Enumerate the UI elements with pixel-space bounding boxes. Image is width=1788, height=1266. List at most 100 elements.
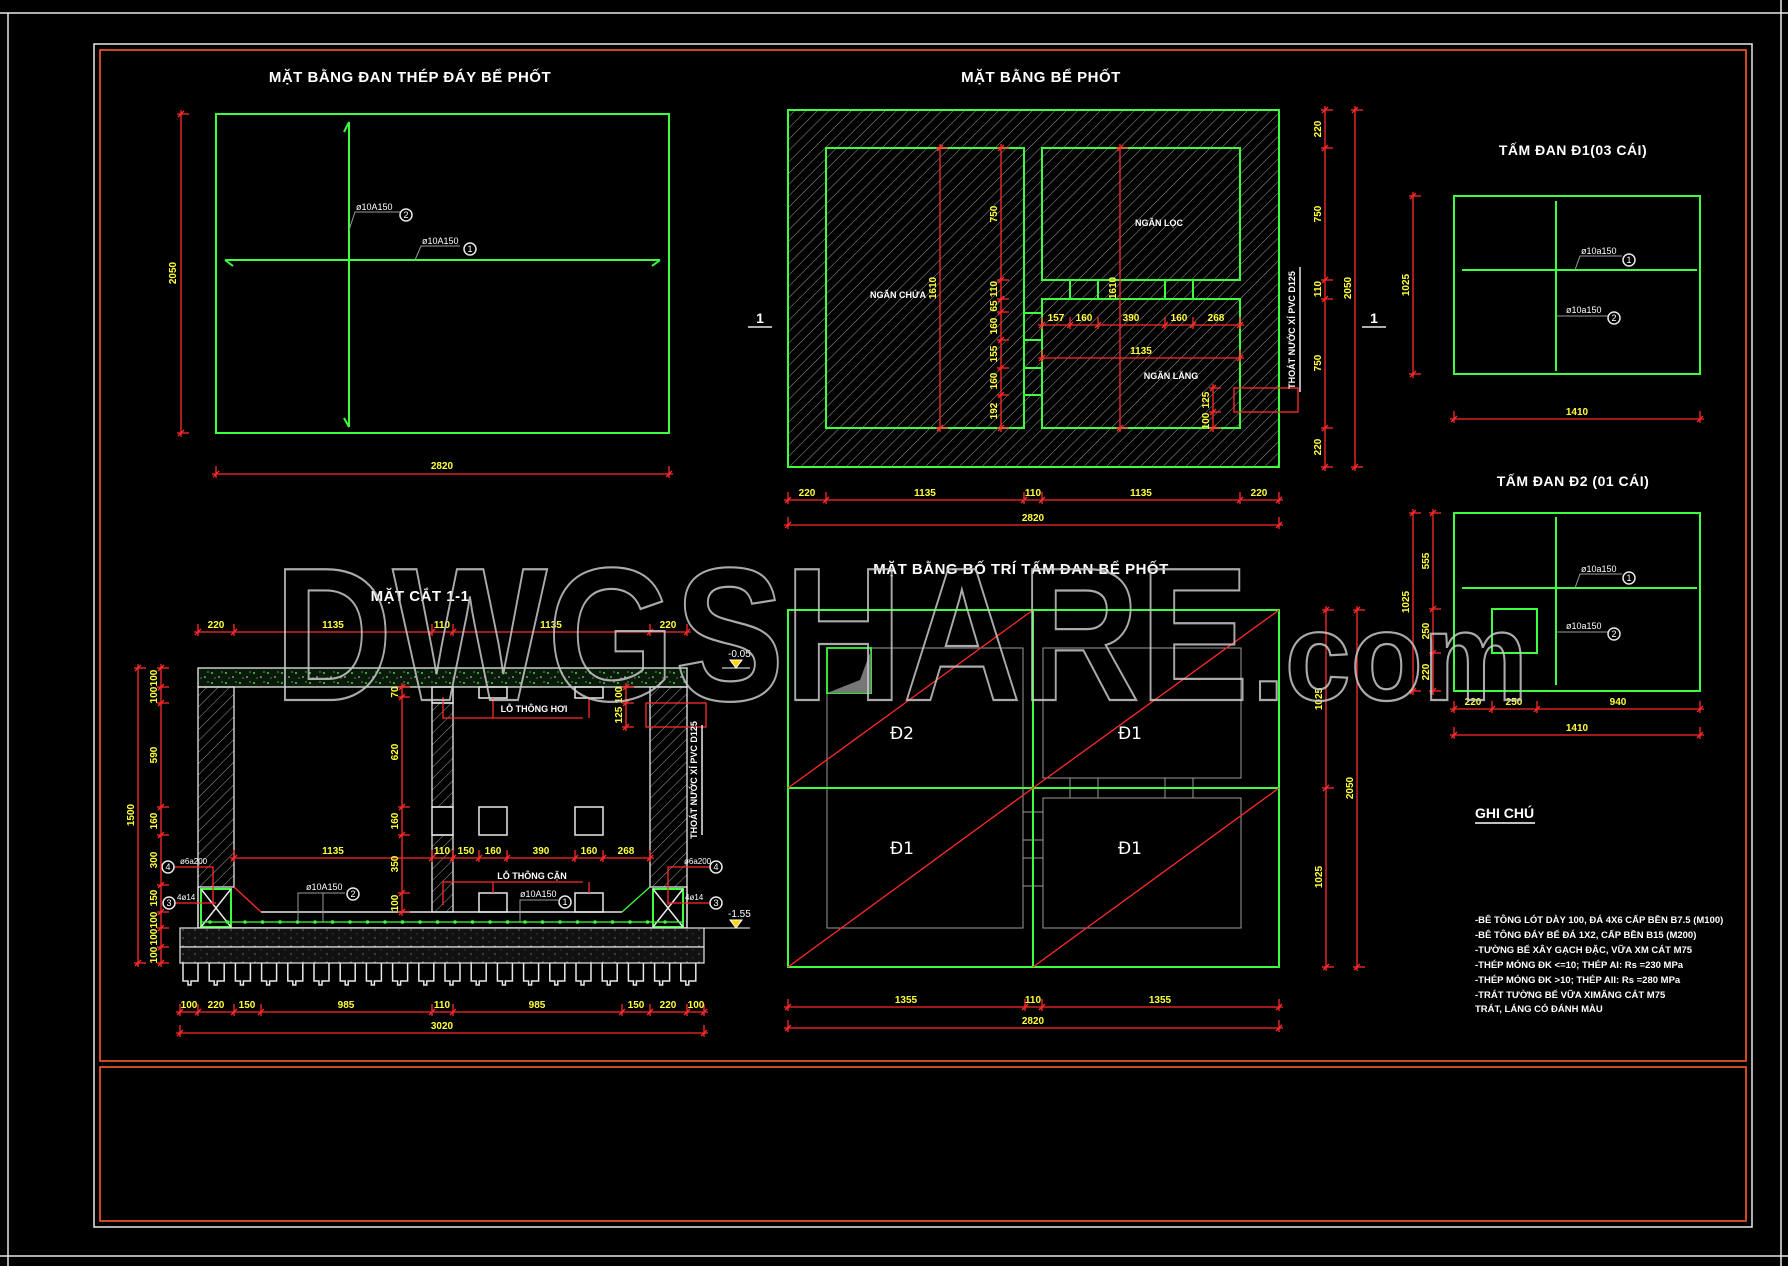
dimension-tick [571, 854, 579, 862]
rebar-dot [628, 920, 632, 924]
dimension-lines [134, 624, 708, 1037]
dimension-tick [1429, 687, 1437, 695]
dimension-tick [449, 854, 457, 862]
dim-text: 100 [149, 686, 160, 703]
rebar-dot [663, 920, 667, 924]
dimension-tick [1321, 106, 1329, 114]
dim-text: 940 [1610, 697, 1627, 708]
rebar-1-label: ø10a150 [1581, 564, 1617, 574]
dimension-tick [784, 1024, 792, 1032]
dimension-tick [936, 424, 944, 432]
pile [339, 963, 356, 986]
dimension-tick [1321, 276, 1329, 284]
dim-text: 390 [533, 846, 550, 857]
dim-text: 110 [1313, 280, 1324, 297]
dim-text: 620 [390, 743, 401, 760]
dim-text: 2050 [1343, 276, 1354, 299]
dimension-tick [1236, 496, 1244, 504]
dimension-tick [475, 854, 483, 862]
dimension-tick [1116, 424, 1124, 432]
dimension-tick [683, 1008, 691, 1016]
layout-title: MẶT BẰNG BỐ TRÍ TẤM ĐAN BỂ PHỐT [873, 560, 1168, 578]
base-layer [179, 946, 705, 964]
mark-3: 3 [166, 898, 171, 908]
dimension-tick [784, 521, 792, 529]
dimension-tick [1038, 321, 1046, 329]
dimension-tick [1450, 415, 1458, 423]
svg-text:DWGSHARE: DWGSHARE [274, 529, 1249, 741]
pile [208, 963, 225, 986]
pvc-pipe [645, 702, 707, 728]
dim-text: 160 [1076, 313, 1093, 324]
dimension-tick [1696, 731, 1704, 739]
dim-text: 590 [149, 746, 160, 763]
dim-text: 2820 [1022, 1016, 1045, 1027]
dimension-tick [1409, 687, 1417, 695]
dimension-tick [177, 110, 185, 118]
dim-text: 110 [434, 620, 451, 631]
piles [182, 963, 697, 986]
dimension-tick [1696, 415, 1704, 423]
dim-text: 157 [1048, 313, 1065, 324]
dimension-tick [157, 959, 165, 967]
rebar-dot [418, 920, 422, 924]
rebar-1-label: ø10a150 [1581, 246, 1617, 256]
dim-text: 1610 [928, 276, 939, 299]
dimension-tick [618, 1008, 626, 1016]
dimension-tick [997, 424, 1005, 432]
rebar-dot [470, 920, 475, 924]
dimension-tick [1450, 705, 1458, 713]
plan-tank-view: MẶT BẰNG BỂ PHỐT NGĂN CHỨA NGĂN LỌC NGĂN… [748, 68, 1386, 529]
dim-text: 1025 [1401, 590, 1412, 613]
dimension-tick [230, 628, 238, 636]
dimension-tick [398, 908, 406, 916]
dimension-tick [1066, 321, 1074, 329]
dimension-tick [1209, 384, 1217, 392]
lean-concrete [179, 927, 705, 948]
slab-outline [215, 113, 670, 434]
dimension-tick [784, 1003, 792, 1011]
rebar-mark-2: 2 [350, 889, 355, 899]
dimension-tick [503, 854, 511, 862]
dimension-tick [449, 1008, 457, 1016]
dimension-tick [1020, 496, 1028, 504]
section-mark-label: 1 [1370, 310, 1378, 326]
dimension-tick [1236, 321, 1244, 329]
vent-top-label: LỖ THÔNG HƠI [501, 703, 568, 714]
dimension-tick [1321, 295, 1329, 303]
dimension-tick [1275, 496, 1283, 504]
rebar-dot [540, 920, 545, 924]
panel-label-d1: Đ1 [1118, 839, 1142, 859]
dim-text: 1135 [322, 620, 344, 631]
dimension-tick [1429, 649, 1437, 657]
dimension-tick [1322, 784, 1330, 792]
dim-text: 70 [390, 686, 401, 698]
dimension-tick [683, 628, 691, 636]
dimension-tick [622, 683, 630, 691]
rebar-dot [278, 920, 282, 924]
pile [575, 963, 592, 986]
dimension-tick [1038, 1003, 1046, 1011]
manhole-opening [1491, 608, 1538, 654]
dimension-tick [700, 1029, 708, 1037]
rebar-dot [225, 920, 230, 924]
pipe-label: THOÁT NƯỚC XÍ PVC D125 [688, 721, 699, 839]
dim-text: 65 [989, 300, 1000, 312]
level-bottom-text: -1.55 [728, 909, 751, 920]
dim-text: 1135 [322, 846, 344, 857]
main-bars-label-right: 4ø14 [685, 893, 704, 902]
room-label-storage: NGĂN CHỨA [870, 289, 926, 300]
dim-text: 100 [149, 669, 160, 686]
rebar-mark-2: 2 [1611, 629, 1616, 639]
slab-d2-title: TẤM ĐAN Đ2 (01 CÁI) [1497, 473, 1650, 489]
dim-text: 110 [434, 1000, 451, 1011]
pile [260, 963, 278, 986]
main-bars-label-left: 4ø14 [177, 893, 196, 902]
dimension-tick [1021, 1003, 1029, 1011]
dim-text: 985 [529, 1000, 546, 1011]
rebar-dot [260, 920, 265, 924]
dimension-tick [1116, 144, 1124, 152]
dimension-tick [398, 831, 406, 839]
